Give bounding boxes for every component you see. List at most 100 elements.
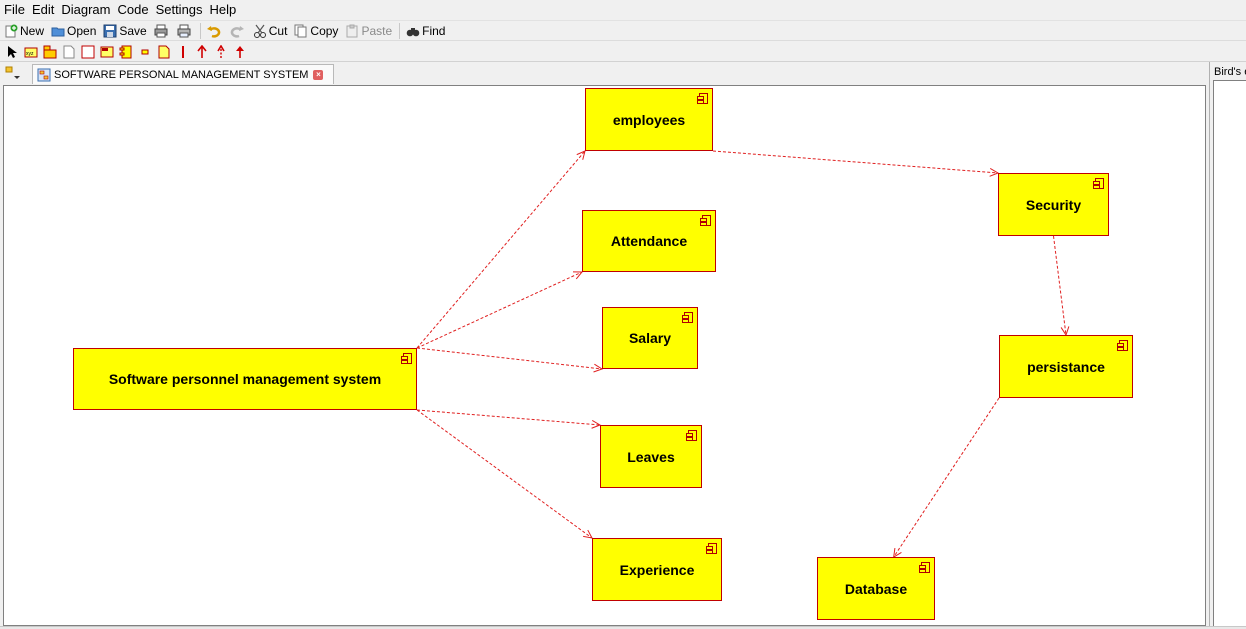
component-experience[interactable]: Experience (592, 538, 722, 601)
print-preview-icon (177, 24, 191, 38)
frame-element-icon[interactable] (81, 45, 95, 59)
component-persistance[interactable]: persistance (999, 335, 1133, 398)
dependency-line-security-to-persistance[interactable] (1053, 235, 1067, 336)
scissors-icon (253, 24, 267, 38)
birds-eye-view[interactable] (1213, 80, 1246, 628)
dependency-line-main-to-salary[interactable] (416, 347, 603, 370)
dependency-arrowhead-main-to-attendance (572, 271, 584, 280)
main-toolbar: New Open Save (0, 20, 1246, 41)
print-button[interactable] (154, 21, 170, 40)
folder-open-icon (51, 24, 65, 38)
new-diagram-dropdown-icon[interactable] (4, 65, 22, 81)
component-icon (697, 93, 708, 104)
component-icon (1093, 178, 1104, 189)
component-icon (706, 543, 717, 554)
dependency-arrow-icon[interactable] (214, 43, 228, 59)
redo-button[interactable] (230, 21, 246, 40)
select-pointer-icon[interactable] (5, 45, 19, 59)
birds-eye-panel: Bird's e (1209, 62, 1246, 629)
dependency-arrowhead-main-to-employees (576, 150, 586, 160)
diagram-icon (37, 68, 51, 82)
cut-label: Cut (268, 23, 288, 38)
dependency-line-employees-to-security[interactable] (712, 150, 999, 174)
component-employees[interactable]: employees (585, 88, 713, 151)
component-label: employees (612, 111, 686, 128)
note-element-icon[interactable] (62, 45, 76, 59)
realization-arrow-icon[interactable] (233, 45, 247, 59)
component-security[interactable]: Security (998, 173, 1109, 236)
tab-title: SOFTWARE PERSONAL MANAGEMENT SYSTEM (54, 68, 309, 81)
save-button[interactable]: Save (103, 21, 147, 40)
diagram-canvas[interactable]: Software personnel management system emp… (3, 85, 1206, 626)
component-database[interactable]: Database (817, 557, 935, 620)
dependency-line-persistance-to-database[interactable] (893, 397, 1000, 558)
component-icon (1117, 340, 1128, 351)
dependency-line-main-to-leaves[interactable] (416, 409, 601, 426)
menu-diagram[interactable]: Diagram (61, 2, 111, 17)
tab-software-personal-management-system[interactable]: SOFTWARE PERSONAL MANAGEMENT SYSTEM × (32, 64, 335, 84)
component-label: Salary (628, 330, 672, 346)
menu-help[interactable]: Help (209, 2, 237, 17)
component-software-personnel-management-system[interactable]: Software personnel management system (73, 348, 417, 410)
component-attendance[interactable]: Attendance (582, 210, 716, 272)
component-label: Software personnel management system (108, 371, 382, 387)
copy-button[interactable]: Copy (294, 21, 338, 40)
toolbar-separator (399, 22, 401, 39)
undo-button[interactable] (206, 21, 223, 40)
component-leaves[interactable]: Leaves (600, 425, 702, 488)
new-label: New (20, 23, 45, 38)
line-connector-icon[interactable] (176, 45, 190, 59)
menu-settings[interactable]: Settings (155, 2, 203, 17)
paste-button[interactable]: Paste (345, 21, 392, 40)
class-element-icon[interactable]: xyz (24, 45, 38, 59)
dependency-arrowhead-main-to-salary (593, 363, 604, 373)
save-label: Save (119, 23, 147, 38)
component-element-icon[interactable] (119, 45, 133, 59)
dependency-line-main-to-attendance[interactable] (416, 271, 583, 349)
component-label: Attendance (610, 233, 688, 249)
component-label: Leaves (627, 448, 675, 465)
menu-bar: File Edit Diagram Code Settings Help (0, 0, 1246, 20)
component-salary[interactable]: Salary (602, 307, 698, 369)
open-button[interactable]: Open (51, 21, 96, 40)
status-bar (0, 626, 1246, 629)
redo-icon (230, 24, 244, 38)
association-arrow-icon[interactable] (195, 44, 209, 59)
print-preview-button[interactable] (177, 21, 193, 40)
artifact-element-icon[interactable] (157, 45, 171, 59)
component-icon (686, 430, 697, 441)
component-icon (682, 312, 693, 323)
component-label: persistance (1027, 358, 1105, 375)
dependency-arrowhead-persistance-to-database (893, 548, 902, 558)
new-document-icon (4, 24, 18, 38)
menu-edit[interactable]: Edit (31, 2, 55, 17)
dependency-line-main-to-experience[interactable] (416, 409, 593, 539)
diagram-palette: xyz (0, 42, 1246, 62)
undo-icon (206, 24, 221, 38)
component-label: Database (844, 580, 908, 597)
cut-button[interactable]: Cut (253, 21, 288, 40)
close-tab-icon[interactable]: × (313, 69, 324, 80)
birds-eye-title: Bird's e (1214, 66, 1246, 78)
component-icon (401, 353, 412, 364)
menu-file[interactable]: File (4, 2, 25, 17)
component-label: Security (1025, 196, 1082, 213)
find-button[interactable]: Find (406, 21, 445, 40)
copy-label: Copy (310, 23, 339, 38)
component-icon (700, 215, 711, 226)
combined-fragment-icon[interactable] (100, 45, 114, 59)
component-label: Experience (619, 561, 695, 578)
port-element-icon[interactable] (138, 45, 152, 59)
new-button[interactable]: New (4, 21, 44, 40)
toolbar-separator (199, 22, 201, 39)
copy-icon (294, 24, 308, 38)
dependency-line-main-to-employees[interactable] (416, 150, 586, 349)
component-icon (919, 562, 930, 573)
find-label: Find (422, 23, 446, 38)
paste-label: Paste (361, 23, 393, 38)
menu-code[interactable]: Code (117, 2, 149, 17)
package-element-icon[interactable] (43, 45, 57, 59)
dependency-lines (416, 150, 1070, 558)
svg-text:xyz: xyz (26, 51, 34, 57)
